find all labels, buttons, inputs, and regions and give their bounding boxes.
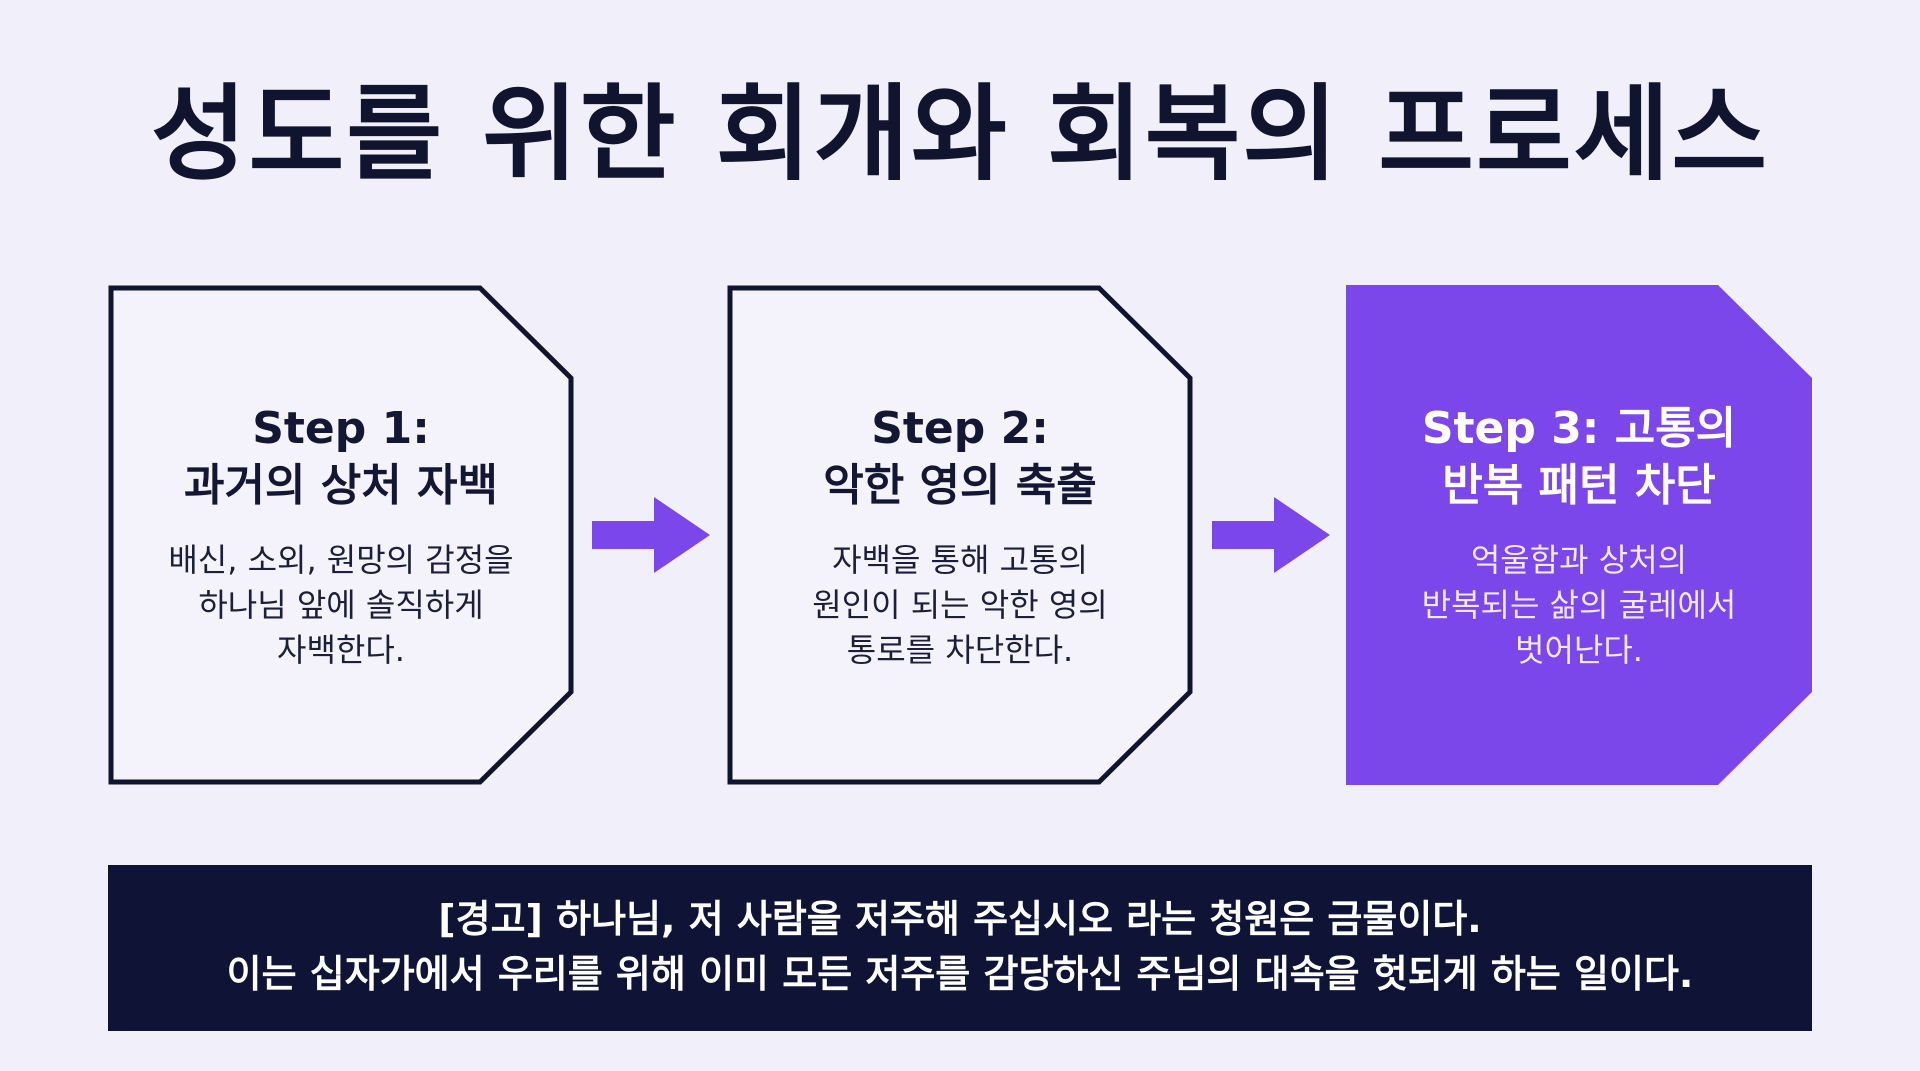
warning-line-1: [경고] 하나님, 저 사람을 저주해 주십시오 라는 청원은 금물이다.: [438, 897, 1482, 941]
step-2-card: Step 2: 악한 영의 축출 자백을 통해 고통의 원인이 되는 악한 영의…: [727, 285, 1193, 785]
step-2-title: Step 2: 악한 영의 축출: [823, 403, 1097, 512]
step-3-card: Step 3: 고통의 반복 패턴 차단 억울함과 상처의 반복되는 삶의 굴레…: [1346, 285, 1812, 785]
step-1-title: Step 1: 과거의 상처 자백: [184, 403, 498, 512]
step-1-content: Step 1: 과거의 상처 자백 배신, 소외, 원망의 감정을 하나님 앞에…: [138, 400, 544, 673]
step-2-description: 자백을 통해 고통의 원인이 되는 악한 영의 통로를 차단한다.: [812, 541, 1108, 669]
step-3-content: Step 3: 고통의 반복 패턴 차단 억울함과 상처의 반복되는 삶의 굴레…: [1376, 400, 1782, 673]
process-steps: Step 1: 과거의 상처 자백 배신, 소외, 원망의 감정을 하나님 앞에…: [0, 285, 1920, 785]
warning-line-2: 이는 십자가에서 우리를 위해 이미 모든 저주를 감당하신 주님의 대속을 헛…: [226, 952, 1694, 997]
step-1-shape: [108, 285, 574, 785]
step-2-shape: [727, 285, 1193, 785]
arrow-right-icon: [592, 495, 712, 575]
warning-banner: [경고] 하나님, 저 사람을 저주해 주십시오 라는 청원은 금물이다. 이는…: [108, 865, 1812, 1031]
step-2-content: Step 2: 악한 영의 축출 자백을 통해 고통의 원인이 되는 악한 영의…: [757, 400, 1163, 673]
step-3-description: 억울함과 상처의 반복되는 삶의 굴레에서 벗어난다.: [1421, 541, 1737, 669]
step-1-description: 배신, 소외, 원망의 감정을 하나님 앞에 솔직하게 자백한다.: [168, 541, 514, 669]
step-1-card: Step 1: 과거의 상처 자백 배신, 소외, 원망의 감정을 하나님 앞에…: [108, 285, 574, 785]
page-title: 성도를 위한 회개와 회복의 프로세스: [150, 73, 1770, 195]
step-3-title: Step 3: 고통의 반복 패턴 차단: [1421, 403, 1737, 512]
step-3-shape: [1346, 285, 1812, 785]
arrow-right-icon: [1212, 495, 1332, 575]
